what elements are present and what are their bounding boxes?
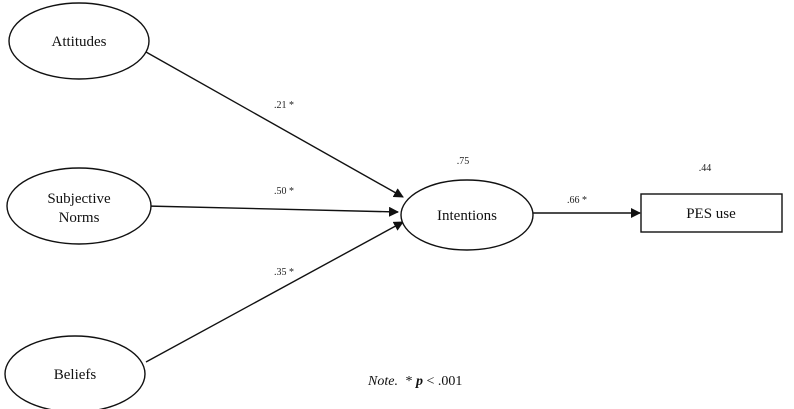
- arrow-attitudes-to-intentions: [145, 51, 404, 198]
- significance-note: Note. * p < .001: [367, 374, 462, 389]
- r-squared-intentions: .75: [457, 156, 470, 167]
- node-attitudes: [8, 2, 150, 80]
- node-attitudes-label: Attitudes: [52, 34, 107, 50]
- coef-attitudes: .21 *: [274, 100, 294, 111]
- note-prefix: Note.: [367, 374, 398, 389]
- node-beliefs: [4, 335, 146, 409]
- node-pes-use-label: PES use: [686, 206, 736, 222]
- note-p: p: [415, 374, 423, 389]
- node-pes-use: [640, 193, 783, 233]
- node-subjective-norms: [6, 167, 152, 245]
- arrow-beliefs-to-intentions: [145, 221, 404, 363]
- node-intentions: [400, 179, 534, 251]
- coef-intentions-to-pes: .66 *: [567, 195, 587, 206]
- coef-subjective-norms: .50 *: [274, 186, 294, 197]
- note-star: *: [405, 374, 412, 389]
- r-squared-pes-use: .44: [699, 163, 712, 174]
- node-intentions-label: Intentions: [437, 208, 497, 224]
- node-beliefs-label: Beliefs: [54, 367, 97, 383]
- node-subjective-norms-label-line1: Subjective: [47, 191, 111, 207]
- coef-beliefs: .35 *: [274, 267, 294, 278]
- node-subjective-norms-label-line2: Norms: [59, 210, 100, 226]
- arrow-norms-to-intentions: [145, 205, 399, 217]
- note-suffix: < .001: [426, 374, 462, 389]
